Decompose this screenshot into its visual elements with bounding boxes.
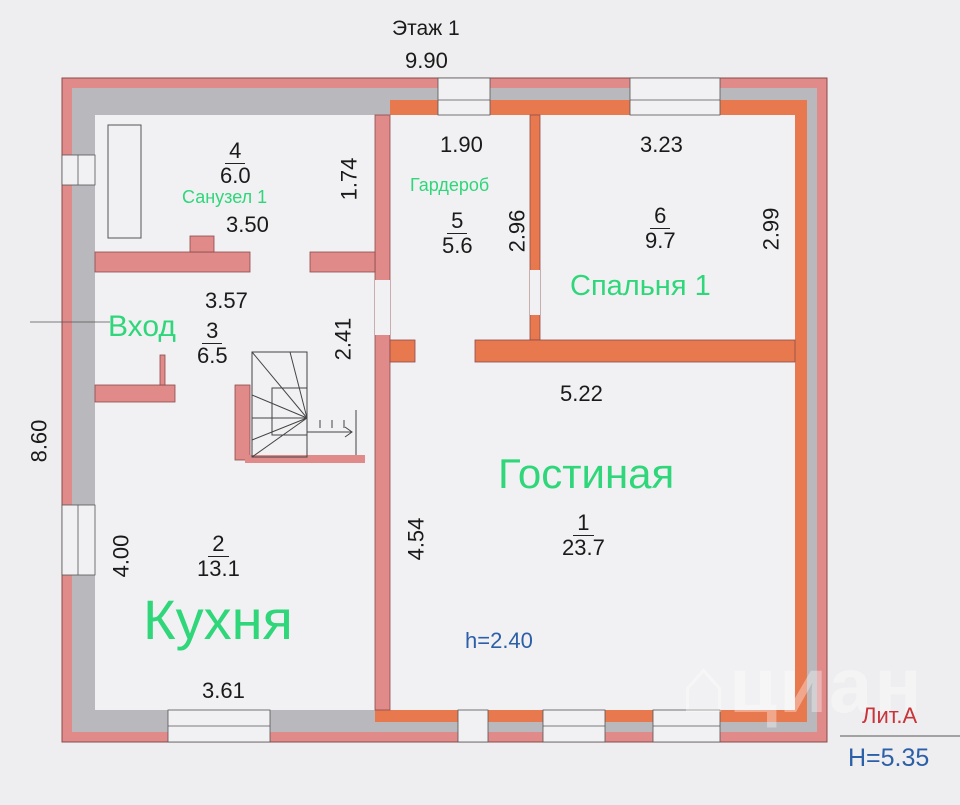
room-1-width: 5.22: [560, 381, 603, 406]
litera-label: Лит.А: [862, 703, 918, 728]
floor-title: Этаж 1: [392, 17, 460, 40]
room-1-name: Гостиная: [498, 450, 675, 497]
room-2-name: Кухня: [143, 588, 293, 651]
ceiling-height: h=2.40: [465, 628, 533, 653]
room-6-depth: 2.99: [758, 207, 784, 251]
bathtub: [107, 124, 142, 239]
room-4-name: Санузел 1: [182, 187, 268, 207]
room-6-name: Спальня 1: [570, 270, 711, 302]
room-4-depth: 1.74: [336, 157, 362, 201]
room-1-depth: 4.54: [403, 517, 429, 561]
room-3-name: Вход: [108, 310, 176, 343]
room-5-depth: 2.96: [504, 209, 530, 253]
room-2-width: 3.61: [202, 678, 245, 703]
staircase: [251, 351, 357, 458]
watermark: ⌂циан: [680, 641, 924, 729]
room-2-depth: 4.00: [108, 534, 134, 578]
room-5-width: 1.90: [440, 132, 483, 157]
room-4-width: 3.50: [226, 212, 269, 237]
interior: [95, 115, 795, 710]
room-6-width: 3.23: [640, 132, 683, 157]
room-5-name: Гардероб: [410, 175, 490, 195]
room-3-width: 3.57: [205, 288, 248, 313]
overall-width: 9.90: [405, 48, 448, 73]
building-height: H=5.35: [848, 744, 930, 772]
overall-depth: 8.60: [26, 419, 52, 463]
room-3-depth: 2.41: [330, 317, 356, 361]
